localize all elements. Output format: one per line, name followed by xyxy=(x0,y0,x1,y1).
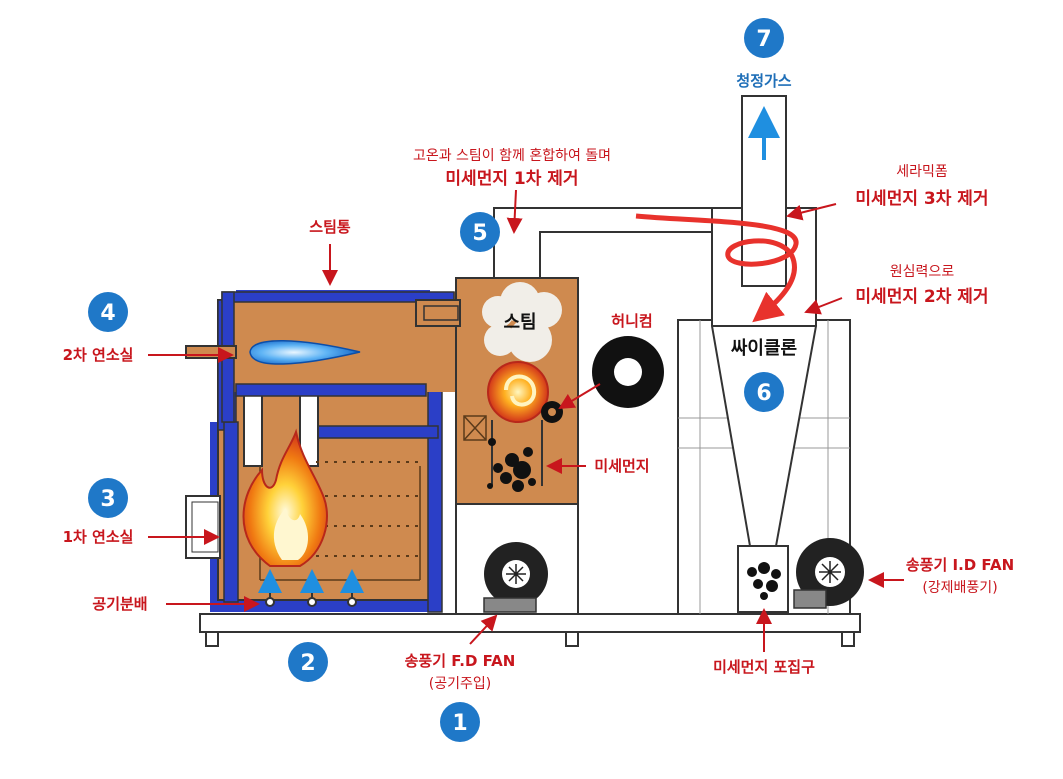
svg-text:4: 4 xyxy=(100,301,115,326)
badge-4: 4 xyxy=(88,292,128,332)
honeycomb-ring xyxy=(592,336,664,408)
id-fan-label-line2: (강제배풍기) xyxy=(922,580,997,596)
fd-fan xyxy=(483,542,548,613)
clean-gas-label: 청정가스 xyxy=(736,72,791,90)
badge-7: 7 xyxy=(744,18,784,58)
badge-5: 5 xyxy=(460,212,500,252)
fd-fan-label-line1: 송풍기 F.D FAN xyxy=(405,652,516,670)
svg-text:3: 3 xyxy=(100,487,115,512)
honeycomb-label: 허니컴 xyxy=(611,312,652,330)
badge-2: 2 xyxy=(288,642,328,682)
cyclone-label: 싸이클론 xyxy=(731,338,797,359)
dust-particles xyxy=(487,438,536,492)
primary-flame xyxy=(242,428,328,567)
air-nozzles xyxy=(258,569,364,607)
air-distribution-label: 공기분배 xyxy=(92,595,147,613)
ceramic-label-line1: 세라믹폼 xyxy=(896,164,948,180)
id-fan-label-line1: 송풍기 I.D FAN xyxy=(906,556,1014,574)
centrifugal-label-line2: 미세먼지 2차 제거 xyxy=(855,287,988,307)
ceramic-label-line2: 미세먼지 3차 제거 xyxy=(855,189,988,209)
steam-drum-label: 스팀통 xyxy=(309,218,351,236)
svg-text:5: 5 xyxy=(472,221,487,246)
svg-text:1: 1 xyxy=(452,711,467,736)
dust-collector-label: 미세먼지 포집구 xyxy=(713,658,815,676)
id-fan xyxy=(793,538,864,609)
primary-chamber-label: 1차 연소실 xyxy=(63,528,134,546)
svg-text:7: 7 xyxy=(756,27,771,52)
badge-6: 6 xyxy=(744,372,784,412)
badge-3: 3 xyxy=(88,478,128,518)
mix-label-line1: 고온과 스팀이 함께 혼합하여 돌며 xyxy=(413,148,611,164)
collected-dust xyxy=(747,562,781,600)
badge-1: 1 xyxy=(440,702,480,742)
mix-label-line2: 미세먼지 1차 제거 xyxy=(445,169,578,189)
pointer-arrows xyxy=(148,189,904,652)
base-platform xyxy=(199,613,861,647)
svg-text:2: 2 xyxy=(300,651,315,676)
fd-fan-label-line2: (공기주입) xyxy=(429,676,491,692)
centrifugal-label-line1: 원심력으로 xyxy=(890,264,955,280)
svg-text:6: 6 xyxy=(756,381,771,406)
fine-dust-label: 미세먼지 xyxy=(594,457,649,475)
secondary-chamber-label: 2차 연소실 xyxy=(63,346,134,364)
steam-label: 스팀 xyxy=(503,312,536,333)
steam-cloud xyxy=(482,282,562,362)
